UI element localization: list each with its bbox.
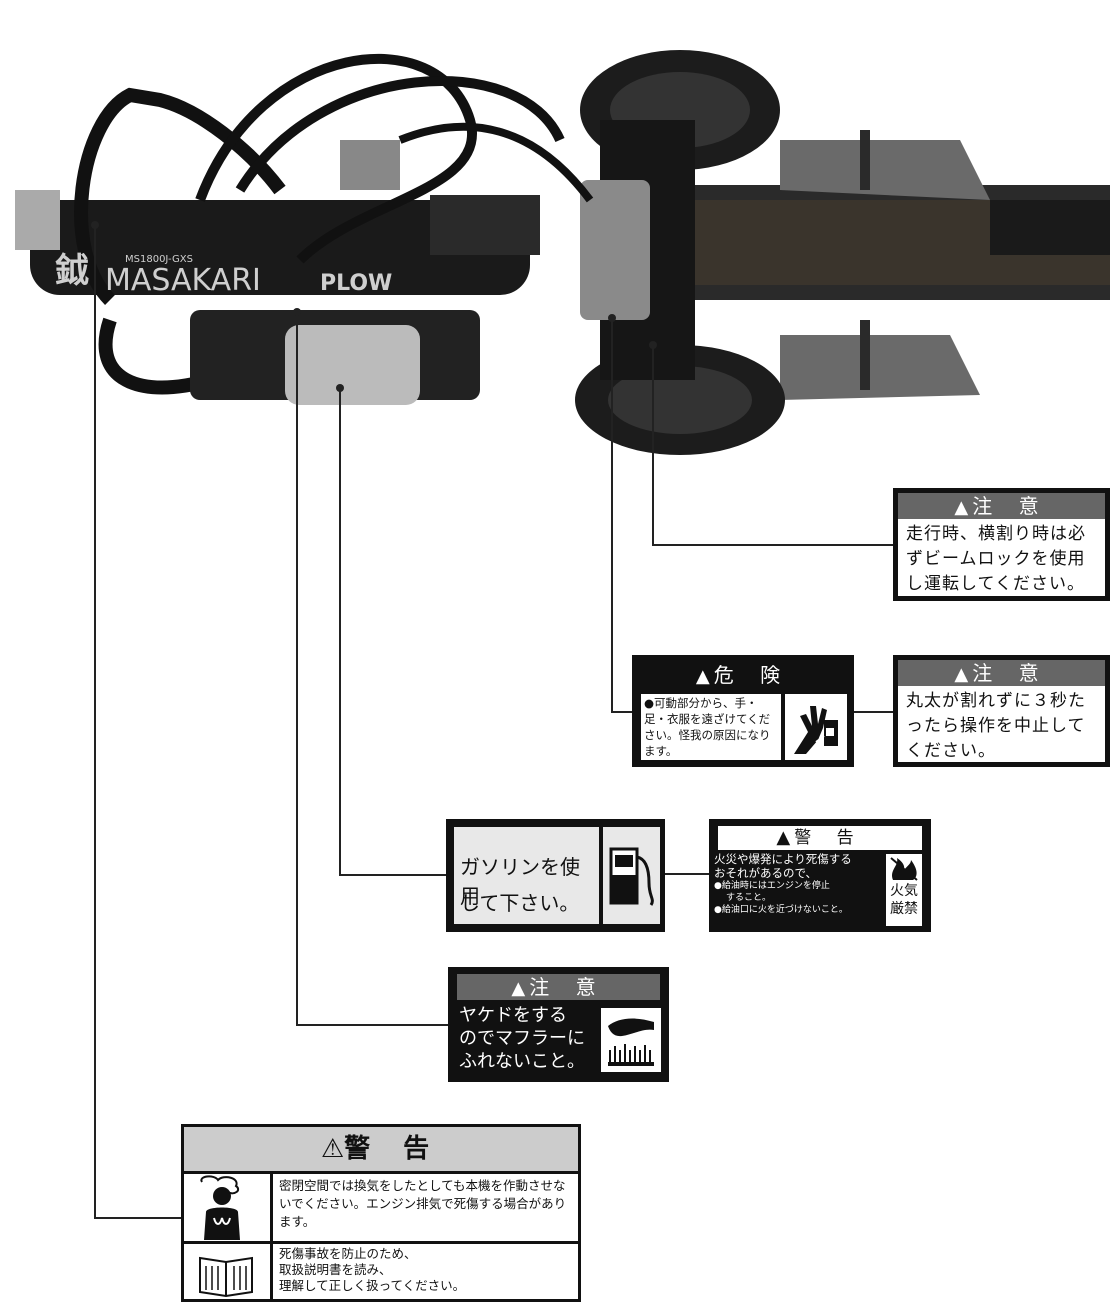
exhaust-row2-line2: 取扱説明書を読み、	[279, 1262, 392, 1277]
gasoline-label: ガソリンを使用 して下さい。	[446, 819, 665, 932]
muffler-line2: のでマフラーに	[459, 1028, 585, 1049]
bottom-foot-plate	[780, 335, 980, 400]
leader-gasoline	[339, 388, 446, 876]
leader-caution-beam	[652, 345, 893, 546]
brand-name: MASAKARI	[105, 263, 261, 298]
warning-triangle-icon: ▲	[954, 497, 969, 518]
exhaust-row-2: 死傷事故を防止のため、 取扱説明書を読み、 理解して正しく扱ってください。	[184, 1244, 578, 1299]
danger-moving-text: ●可動部分から、手・足・衣服を遠ざけてください。怪我の原因になります。	[644, 696, 771, 758]
warning-triangle-icon: ▲	[695, 666, 710, 687]
fire-bullet1a: ●給油時にはエンジンを停止	[714, 881, 830, 891]
caution-header-text: 注 意	[972, 494, 1049, 518]
log-splitter-illustration: 鉞 MS1800J-GXS MASAKARI PLOW	[15, 50, 1110, 455]
warning-fire-header-text: 警 告	[794, 828, 864, 848]
gasoline-line1: ガソリンを使用	[460, 855, 580, 908]
caution-label-muffler: ▲注 意 ヤケドをする のでマフラーに ふれないこと。	[448, 967, 669, 1082]
caution-header: ▲注 意	[898, 493, 1105, 519]
hot-surface-icon	[601, 1008, 661, 1072]
exhaust-row-1: 密閉空間では換気をしたとしても本機を作動させないでください。エンジン排気で死傷す…	[184, 1174, 578, 1244]
warning-fire-header: ▲警 告	[718, 826, 922, 850]
exhaust-row2-line1: 死傷事故を防止のため、	[279, 1246, 417, 1261]
exhaust-row2-line3: 理解して正しく扱ってください。	[279, 1278, 466, 1293]
caution-label-beam-lock: ▲注 意 走行時、横割り時は必ずビームロックを使用し運転してください。	[893, 488, 1110, 601]
handle-loop	[74, 87, 286, 305]
top-foot-plate	[780, 140, 990, 200]
fire-bullet2: ●給油口に火を近づけないこと。	[714, 905, 848, 915]
model-number: MS1800J-GXS	[125, 254, 193, 265]
exhaust-row1-text: 密閉空間では換気をしたとしても本機を作動させないでください。エンジン排気で死傷す…	[279, 1178, 567, 1229]
caution-log-text: 丸太が割れずに３秒たったら操作を中止してください。	[906, 691, 1086, 761]
caution-header: ▲注 意	[898, 660, 1105, 686]
danger-header-text: 危 険	[713, 663, 791, 687]
danger-header: ▲危 険	[637, 660, 849, 690]
hand-crush-icon	[785, 694, 847, 760]
hydraulic-cylinder	[30, 200, 530, 295]
muffler-line3: ふれないこと。	[459, 1051, 585, 1072]
warning-triangle-icon: ▲	[954, 664, 969, 685]
warning-label-exhaust: ⚠警 告 密閉空間では換気をしたとしても本機を作動させないでください。エンジン排…	[181, 1124, 581, 1302]
caution-beam-text: 走行時、横割り時は必ずビームロックを使用し運転してください。	[906, 524, 1086, 594]
exhaust-header-text: 警 告	[344, 1134, 442, 1164]
warning-triangle-icon: ▲	[511, 978, 526, 999]
caution-header-text: 注 意	[972, 661, 1049, 685]
fire-icon-text: 火気厳禁	[890, 883, 918, 917]
manual-book-icon	[184, 1244, 273, 1299]
danger-label-moving-parts: ▲危 険 ●可動部分から、手・足・衣服を遠ざけてください。怪我の原因になります。	[632, 655, 854, 767]
caution-header-text: 注 意	[529, 975, 606, 999]
exhaust-header: ⚠警 告	[184, 1127, 578, 1174]
muffler-line1: ヤケドをする	[459, 1005, 567, 1026]
warning-triangle-icon: ▲	[776, 827, 791, 848]
fuel-pump-icon	[603, 827, 660, 924]
fire-line1: 火災や爆発により死傷する	[714, 852, 852, 866]
exhaust-person-icon	[184, 1174, 273, 1241]
fire-line2: おそれがあるので、	[714, 866, 818, 880]
caution-label-log-split: ▲注 意 丸太が割れずに３秒たったら操作を中止してください。	[893, 655, 1110, 767]
gasoline-line2: して下さい。	[460, 891, 580, 915]
fire-bullet1b: すること。	[726, 893, 772, 903]
warning-triangle-outline-icon: ⚠	[320, 1134, 345, 1164]
brand-suffix: PLOW	[320, 271, 392, 296]
warning-label-fire: ▲警 告 火災や爆発により死傷する おそれがあるので、 ●給油時にはエンジンを停…	[709, 819, 931, 932]
leader-danger-moving	[611, 318, 632, 713]
logo-mark: 鉞	[55, 251, 89, 291]
fire-icon: 火気厳禁	[886, 854, 922, 926]
leader-muffler	[296, 312, 448, 1026]
fuel-tank	[285, 325, 420, 405]
caution-header: ▲注 意	[457, 974, 660, 1000]
leader-exhaust	[94, 225, 181, 1219]
